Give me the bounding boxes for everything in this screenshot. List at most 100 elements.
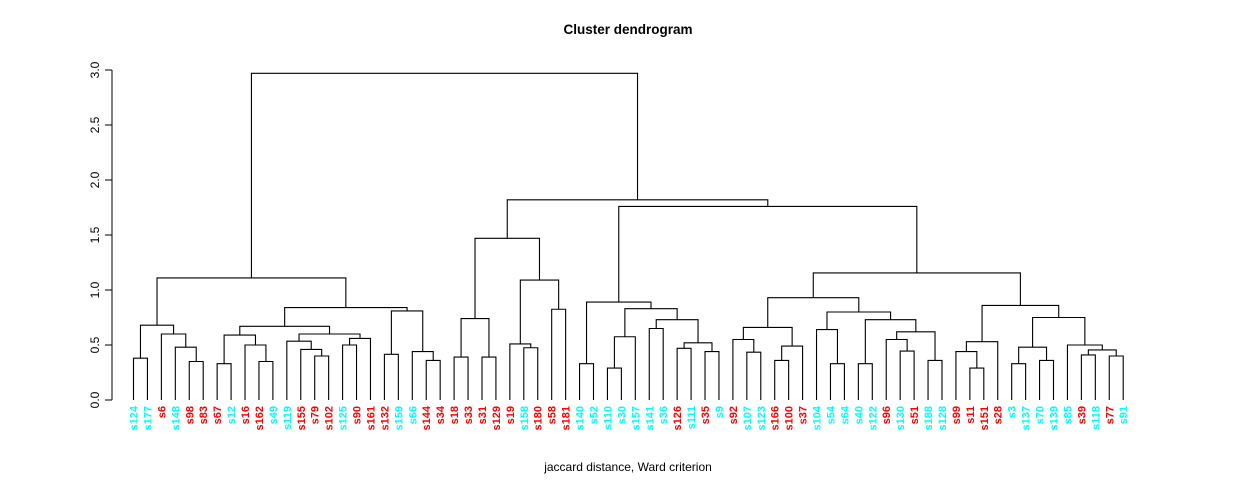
leaf-label-s98: s98 bbox=[184, 406, 196, 424]
y-axis: 0.00.51.01.52.02.53.0 bbox=[88, 61, 113, 408]
y-axis-tick-label: 2.5 bbox=[88, 116, 102, 133]
leaf-label-s92: s92 bbox=[728, 406, 740, 424]
y-axis-tick-label: 3.0 bbox=[88, 61, 102, 78]
dendrogram-link bbox=[969, 367, 985, 400]
chart-subtitle: jaccard distance, Ward criterion bbox=[544, 460, 712, 474]
dendrogram-link bbox=[742, 326, 793, 347]
dendrogram-link bbox=[896, 331, 936, 361]
dendrogram-link bbox=[284, 307, 408, 327]
leaf-label-s99: s99 bbox=[951, 406, 963, 424]
leaf-label-s111: s111 bbox=[686, 406, 698, 429]
dendrogram-link bbox=[746, 351, 762, 400]
leaf-label-s177: s177 bbox=[142, 406, 154, 430]
dendrogram-link bbox=[655, 319, 699, 343]
dendrogram-link bbox=[927, 359, 943, 400]
dendrogram-link bbox=[648, 327, 664, 400]
leaf-label-s3: s3 bbox=[1007, 406, 1019, 418]
leaf-label-s129: s129 bbox=[491, 406, 503, 430]
dendrogram-link bbox=[585, 301, 652, 364]
dendrogram-link bbox=[314, 355, 330, 400]
leaf-label-s54: s54 bbox=[825, 405, 837, 424]
dendrogram-link bbox=[781, 345, 804, 400]
dendrogram-link bbox=[481, 356, 497, 400]
dendrogram-link bbox=[298, 333, 361, 342]
leaf-label-s66: s66 bbox=[407, 406, 419, 424]
dendrogram-link bbox=[624, 308, 678, 337]
leaf-label-s159: s159 bbox=[393, 406, 405, 430]
leaf-label-s158: s158 bbox=[519, 406, 531, 430]
dendrogram-link bbox=[250, 72, 639, 278]
leaf-label-s90: s90 bbox=[352, 406, 364, 424]
leaf-label-s52: s52 bbox=[589, 406, 601, 424]
dendrogram-link bbox=[411, 351, 434, 400]
leaf-label-s19: s19 bbox=[505, 406, 517, 424]
leaf-label-s31: s31 bbox=[477, 406, 489, 424]
dendrogram-link bbox=[1018, 346, 1048, 364]
dendrogram-link bbox=[216, 363, 232, 400]
dendrogram-link bbox=[606, 367, 622, 400]
dendrogram-link bbox=[551, 308, 567, 400]
y-axis-tick-label: 2.0 bbox=[88, 171, 102, 188]
leaf-label-s130: s130 bbox=[895, 406, 907, 430]
dendrogram-link bbox=[139, 324, 175, 359]
leaf-label-s118: s118 bbox=[1090, 406, 1102, 430]
dendrogram-link bbox=[965, 341, 999, 400]
dendrogram-link bbox=[857, 363, 873, 400]
dendrogram-link bbox=[676, 347, 692, 400]
dendrogram-link bbox=[383, 353, 399, 400]
leaf-label-s28: s28 bbox=[993, 406, 1005, 424]
leaf-label-s166: s166 bbox=[770, 406, 782, 430]
leaf-label-s125: s125 bbox=[338, 406, 350, 430]
leaf-label-s35: s35 bbox=[700, 406, 712, 424]
leaf-label-s18: s18 bbox=[449, 406, 461, 424]
leaf-label-s49: s49 bbox=[268, 406, 280, 424]
dendrogram-link bbox=[390, 310, 424, 355]
leaf-label-s157: s157 bbox=[630, 406, 642, 430]
dendrogram-link bbox=[349, 337, 372, 400]
leaf-label-s58: s58 bbox=[547, 406, 559, 424]
dendrogram-link bbox=[1066, 344, 1103, 400]
leaf-label-s124: s124 bbox=[129, 405, 141, 430]
dendrogram-link bbox=[460, 318, 490, 358]
leaf-label-s12: s12 bbox=[226, 406, 238, 424]
dendrogram-link bbox=[174, 346, 197, 400]
y-axis-tick-label: 0.5 bbox=[88, 336, 102, 353]
dendrogram-link bbox=[1039, 359, 1055, 400]
y-axis-tick-label: 0.0 bbox=[88, 391, 102, 408]
dendrogram-link bbox=[453, 356, 469, 400]
leaf-label-s188: s188 bbox=[923, 406, 935, 430]
dendrogram-link bbox=[1032, 316, 1086, 348]
leaf-label-s83: s83 bbox=[198, 406, 210, 424]
leaf-label-s37: s37 bbox=[798, 406, 810, 424]
dendrogram-link bbox=[826, 311, 892, 330]
leaf-label-s148: s148 bbox=[170, 406, 182, 430]
leaf-label-s128: s128 bbox=[937, 406, 949, 430]
leaf-label-s100: s100 bbox=[784, 406, 796, 430]
dendrogram-link bbox=[132, 357, 148, 400]
dendrogram-link bbox=[1108, 355, 1124, 400]
dendrogram-link bbox=[244, 344, 267, 400]
leaf-label-s9: s9 bbox=[714, 406, 726, 418]
leaf-label-s126: s126 bbox=[672, 406, 684, 430]
leaf-label-s139: s139 bbox=[1049, 406, 1061, 430]
leaf-label-s30: s30 bbox=[616, 406, 628, 424]
leaf-label-s107: s107 bbox=[742, 406, 754, 430]
leaf-label-s79: s79 bbox=[310, 406, 322, 424]
y-axis-tick-label: 1.5 bbox=[88, 226, 102, 243]
leaf-label-s36: s36 bbox=[658, 406, 670, 424]
dendrogram-link bbox=[618, 205, 918, 303]
dendrogram-link bbox=[885, 338, 908, 400]
dendrogram-link bbox=[300, 348, 323, 400]
leaf-label-s123: s123 bbox=[756, 406, 768, 430]
leaf-label-s162: s162 bbox=[254, 406, 266, 430]
leaf-label-s140: s140 bbox=[575, 406, 587, 430]
leaf-label-s70: s70 bbox=[1035, 406, 1047, 424]
leaf-label-s33: s33 bbox=[463, 406, 475, 424]
leaf-label-s64: s64 bbox=[839, 405, 851, 424]
leaf-label-s181: s181 bbox=[561, 406, 573, 430]
dendrogram-link bbox=[342, 344, 358, 400]
leaf-label-s40: s40 bbox=[853, 406, 865, 424]
leaf-label-s77: s77 bbox=[1104, 406, 1116, 424]
